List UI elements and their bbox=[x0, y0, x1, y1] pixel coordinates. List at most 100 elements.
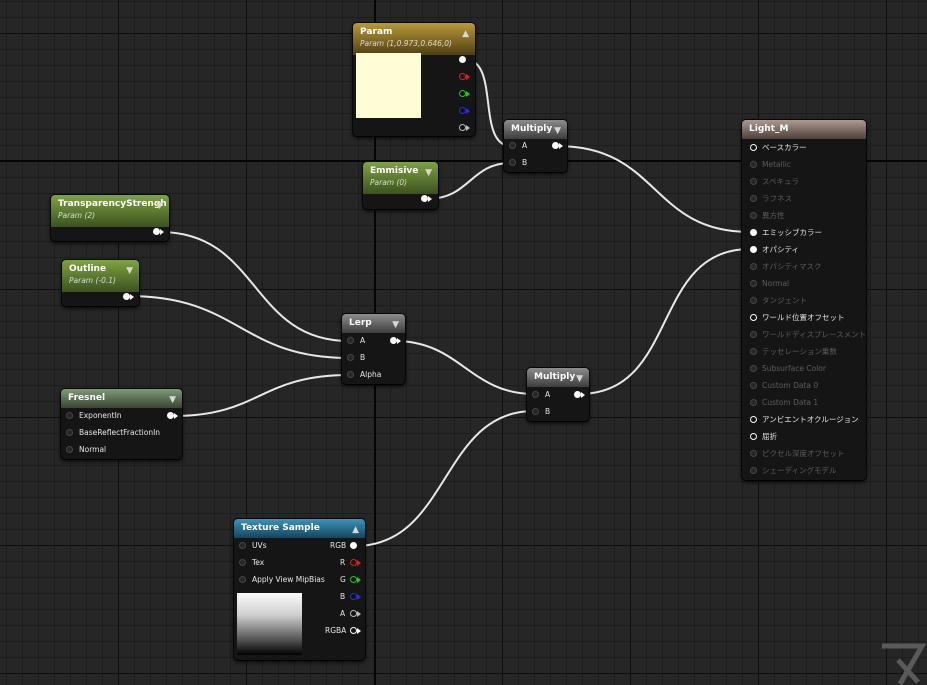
material-input-row[interactable]: テッセレーション乗数 bbox=[742, 346, 866, 360]
output-pin[interactable] bbox=[390, 337, 397, 344]
output-pin[interactable] bbox=[574, 391, 581, 398]
material-input-pin[interactable] bbox=[750, 263, 757, 270]
material-input-row[interactable]: ワールド位置オフセット bbox=[742, 312, 866, 326]
material-input-row[interactable]: ラフネス bbox=[742, 193, 866, 207]
material-input-pin[interactable] bbox=[750, 467, 757, 474]
input-pin-exponent[interactable] bbox=[66, 412, 73, 419]
material-input-pin[interactable] bbox=[750, 297, 757, 304]
collapse-down-icon[interactable]: ▼ bbox=[126, 266, 133, 276]
material-input-row[interactable]: オパシティマスク bbox=[742, 261, 866, 275]
input-pin-normal[interactable] bbox=[66, 446, 73, 453]
material-input-row[interactable]: 異方性 bbox=[742, 210, 866, 224]
material-input-pin[interactable] bbox=[750, 161, 757, 168]
fresnel-node[interactable]: Fresnel ▼ ExponentIn BaseReflectFraction… bbox=[61, 389, 182, 459]
multiply-node-header[interactable]: Multiply ▼ bbox=[504, 120, 567, 139]
input-pin-a[interactable] bbox=[509, 142, 516, 149]
input-pin-a[interactable] bbox=[532, 391, 539, 398]
material-input-row[interactable]: Metallic bbox=[742, 159, 866, 173]
emmisive-node[interactable]: Emmisive Param (0) ▼ bbox=[363, 162, 438, 209]
material-input-row[interactable]: タンジェント bbox=[742, 295, 866, 309]
material-input-row[interactable]: ベースカラー bbox=[742, 142, 866, 156]
fresnel-node-header[interactable]: Fresnel ▼ bbox=[61, 389, 182, 408]
material-input-pin[interactable] bbox=[750, 450, 757, 457]
material-input-row[interactable]: Subsurface Color bbox=[742, 363, 866, 377]
output-pin-a[interactable] bbox=[350, 610, 357, 617]
material-input-pin[interactable] bbox=[750, 178, 757, 185]
output-pin-r[interactable] bbox=[350, 559, 357, 566]
collapse-down-icon[interactable]: ▼ bbox=[576, 374, 583, 384]
material-input-pin[interactable] bbox=[750, 212, 757, 219]
output-pin-b[interactable] bbox=[350, 593, 357, 600]
material-input-pin[interactable] bbox=[750, 314, 757, 321]
material-input-row[interactable]: ピクセル深度オフセット bbox=[742, 448, 866, 462]
material-input-row[interactable]: アンビエントオクルージョン bbox=[742, 414, 866, 428]
output-pin[interactable] bbox=[123, 293, 130, 300]
material-input-pin[interactable] bbox=[750, 280, 757, 287]
collapse-up-icon[interactable]: ▲ bbox=[462, 29, 469, 39]
input-pin-uvs[interactable] bbox=[239, 542, 246, 549]
outline-node-header[interactable]: Outline Param (-0.1) ▼ bbox=[62, 260, 139, 292]
material-input-pin[interactable] bbox=[750, 433, 757, 440]
material-input-row[interactable]: Normal bbox=[742, 278, 866, 292]
material-input-row[interactable]: エミッシブカラー bbox=[742, 227, 866, 241]
material-input-pin[interactable] bbox=[750, 382, 757, 389]
collapse-down-icon[interactable]: ▼ bbox=[425, 168, 432, 178]
output-pin[interactable] bbox=[167, 412, 174, 419]
output-pin-a[interactable] bbox=[459, 124, 466, 131]
material-input-pin[interactable] bbox=[750, 229, 757, 236]
material-input-row[interactable]: スペキュラ bbox=[742, 176, 866, 190]
output-pin-b[interactable] bbox=[459, 107, 466, 114]
texture-sample-node[interactable]: Texture Sample ▲ UVs Tex Apply View MipB… bbox=[234, 519, 365, 660]
collapse-down-icon[interactable]: ▼ bbox=[169, 395, 176, 405]
material-input-pin[interactable] bbox=[750, 416, 757, 423]
input-pin-a[interactable] bbox=[347, 337, 354, 344]
collapse-down-icon[interactable]: ▼ bbox=[554, 126, 561, 136]
material-input-pin[interactable] bbox=[750, 399, 757, 406]
material-node-header[interactable]: Light_M bbox=[742, 120, 866, 139]
collapse-down-icon[interactable]: ▼ bbox=[392, 320, 399, 330]
input-pin-b[interactable] bbox=[509, 159, 516, 166]
material-input-row[interactable]: オパシティ bbox=[742, 244, 866, 258]
input-pin-b[interactable] bbox=[347, 354, 354, 361]
material-input-pin[interactable] bbox=[750, 144, 757, 151]
output-pin-rgb[interactable] bbox=[459, 56, 466, 63]
param-node[interactable]: Param Param (1,0.973,0.646,0) ▲ bbox=[353, 23, 475, 136]
output-pin-r[interactable] bbox=[459, 73, 466, 80]
param-node-header[interactable]: Param Param (1,0.973,0.646,0) ▲ bbox=[353, 23, 475, 55]
material-input-row[interactable]: Custom Data 0 bbox=[742, 380, 866, 394]
material-input-pin[interactable] bbox=[750, 331, 757, 338]
input-pin-b[interactable] bbox=[532, 408, 539, 415]
lerp-node[interactable]: Lerp ▼ A B Alpha bbox=[342, 314, 405, 384]
texture-node-header[interactable]: Texture Sample ▲ bbox=[234, 519, 365, 538]
material-result-node[interactable]: Light_M ベースカラー Metallic スペキュララフネス異方性エミッシブカ… bbox=[742, 120, 866, 480]
output-pin[interactable] bbox=[421, 195, 428, 202]
output-pin-g[interactable] bbox=[459, 90, 466, 97]
transparency-node-header[interactable]: TransparencyStrengh Param (2) ▼ bbox=[51, 195, 169, 227]
material-input-pin[interactable] bbox=[750, 365, 757, 372]
multiply-node-bottom[interactable]: Multiply ▼ A B bbox=[527, 368, 589, 421]
collapse-down-icon[interactable]: ▼ bbox=[156, 201, 163, 211]
collapse-up-icon[interactable]: ▲ bbox=[352, 525, 359, 535]
output-pin[interactable] bbox=[552, 142, 559, 149]
input-pin-alpha[interactable] bbox=[347, 371, 354, 378]
input-pin-tex[interactable] bbox=[239, 559, 246, 566]
outline-node[interactable]: Outline Param (-0.1) ▼ bbox=[62, 260, 139, 306]
material-input-row[interactable]: ワールドディスプレースメント bbox=[742, 329, 866, 343]
output-pin-g[interactable] bbox=[350, 576, 357, 583]
input-pin-base-reflect[interactable] bbox=[66, 429, 73, 436]
multiply-node-top[interactable]: Multiply ▼ A B bbox=[504, 120, 567, 172]
material-input-pin[interactable] bbox=[750, 246, 757, 253]
output-pin[interactable] bbox=[153, 228, 160, 235]
multiply-node-header[interactable]: Multiply ▼ bbox=[527, 368, 589, 387]
material-input-pin[interactable] bbox=[750, 348, 757, 355]
transparency-strength-node[interactable]: TransparencyStrengh Param (2) ▼ bbox=[51, 195, 169, 241]
input-pin-mipbias[interactable] bbox=[239, 576, 246, 583]
emmisive-node-header[interactable]: Emmisive Param (0) ▼ bbox=[363, 162, 438, 194]
material-input-row[interactable]: シェーディングモデル bbox=[742, 465, 866, 479]
lerp-node-header[interactable]: Lerp ▼ bbox=[342, 314, 405, 333]
material-input-row[interactable]: Custom Data 1 bbox=[742, 397, 866, 411]
material-input-pin[interactable] bbox=[750, 195, 757, 202]
material-input-row[interactable]: 屈折 bbox=[742, 431, 866, 445]
output-pin-rgba[interactable] bbox=[350, 627, 357, 634]
